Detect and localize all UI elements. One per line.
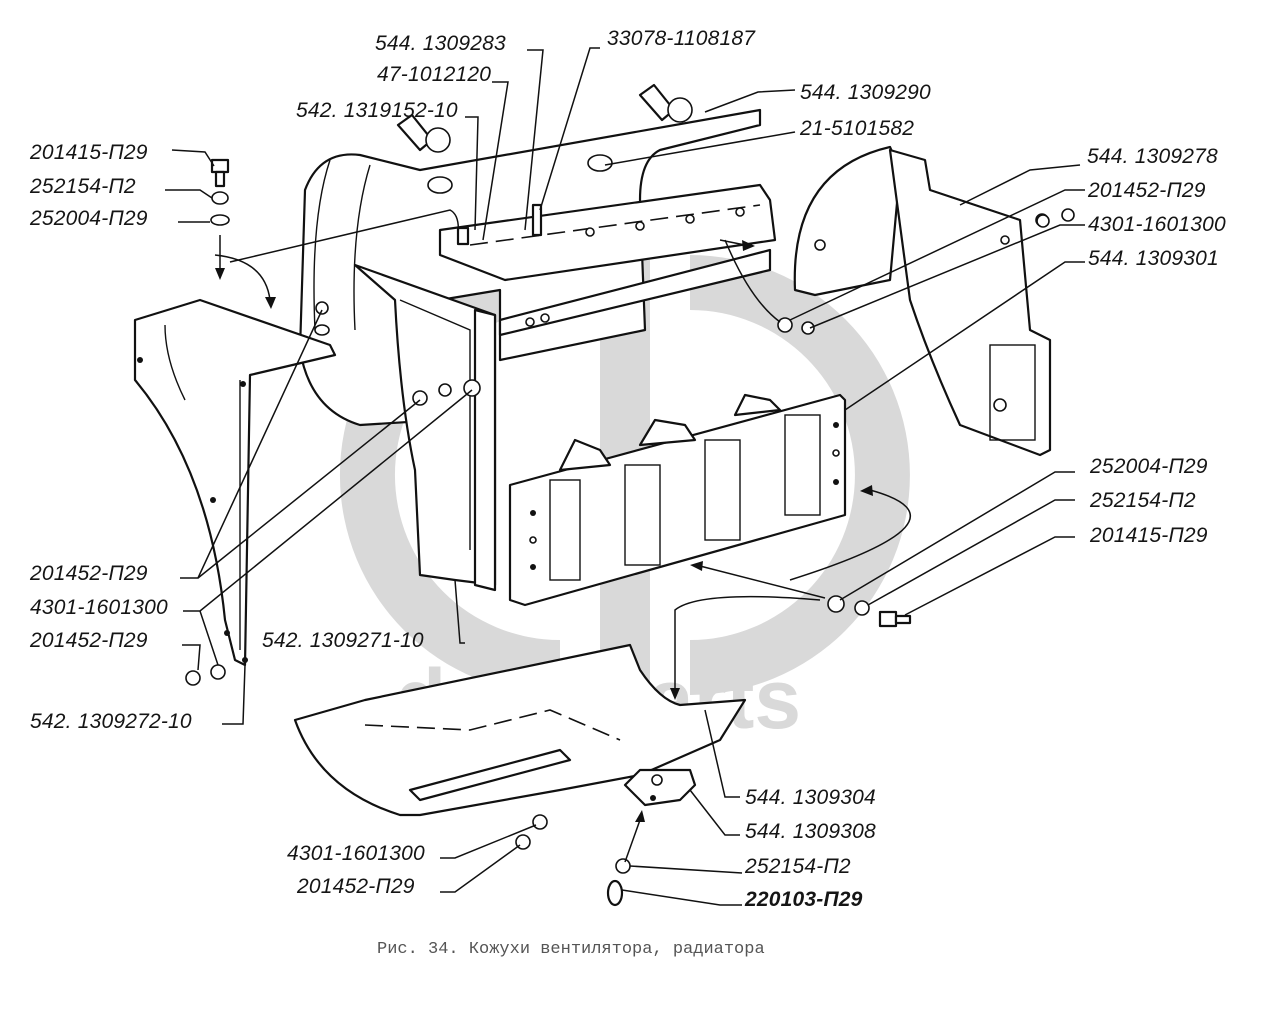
- label-4301-1601300-right: 4301-1601300: [1088, 213, 1226, 236]
- radiator-frame-542-1309271-10: [353, 248, 772, 592]
- label-252154-p2-right: 252154-П2: [1090, 489, 1196, 512]
- label-542-1309271-10: 542. 1309271-10: [262, 629, 424, 652]
- bolt-icon: [210, 158, 230, 174]
- label-542-1309272-10: 542. 1309272-10: [30, 710, 192, 733]
- label-201415-p29-right: 201415-П29: [1090, 524, 1208, 547]
- label-544-1309290: 544. 1309290: [800, 81, 931, 104]
- assembly-arrows: [214, 209, 912, 863]
- upper-shroud-544-1309283: [298, 83, 777, 427]
- label-47-1012120: 47-1012120: [377, 63, 492, 86]
- label-33078-1108187: 33078-1108187: [607, 27, 756, 50]
- label-544-1309304: 544. 1309304: [745, 786, 876, 809]
- label-201415-p29-top-left: 201415-П29: [30, 141, 148, 164]
- label-252154-p2-bottom: 252154-П2: [745, 855, 851, 878]
- label-542-1319152-10: 542. 1319152-10: [296, 99, 458, 122]
- label-544-1309301: 544. 1309301: [1088, 247, 1219, 270]
- figure-caption: Рис. 34. Кожухи вентилятора, радиатора: [377, 940, 765, 959]
- right-shroud-544-1309278: [793, 145, 1052, 457]
- label-252004-p29-right: 252004-П29: [1090, 455, 1208, 478]
- washer-icon: [210, 214, 230, 226]
- label-201452-p29-left-a: 201452-П29: [30, 562, 148, 585]
- label-544-1309283: 544. 1309283: [375, 32, 506, 55]
- label-252004-p29-top-left: 252004-П29: [30, 207, 148, 230]
- leader-lines: [165, 47, 1085, 906]
- label-4301-1601300-bottom: 4301-1601300: [287, 842, 425, 865]
- label-201452-p29-left-b: 201452-П29: [30, 629, 148, 652]
- label-220103-p29-bottom: 220103-П29: [745, 888, 863, 911]
- label-21-5101582: 21-5101582: [800, 117, 915, 140]
- left-shroud-542-1309272-10: [133, 298, 337, 667]
- bottom-shroud-544-1309304: [293, 643, 747, 817]
- fasteners: [185, 158, 1075, 907]
- lower-shroud-544-1309301: [508, 393, 847, 607]
- label-544-1309278: 544. 1309278: [1087, 145, 1218, 168]
- label-201452-p29-right: 201452-П29: [1088, 179, 1206, 202]
- label-201452-p29-bottom: 201452-П29: [297, 875, 415, 898]
- label-252154-p2-top-left: 252154-П2: [30, 175, 136, 198]
- label-544-1309308: 544. 1309308: [745, 820, 876, 843]
- lockwasher-icon: [211, 191, 229, 205]
- label-4301-1601300-left: 4301-1601300: [30, 596, 168, 619]
